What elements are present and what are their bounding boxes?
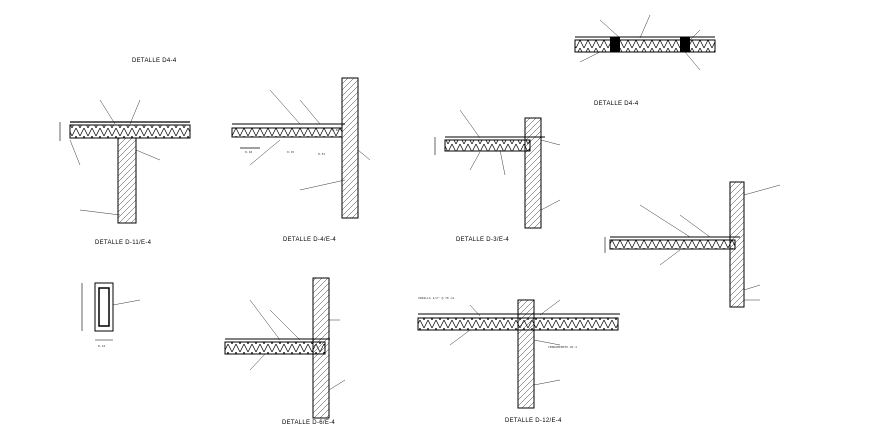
detail-d11: [59, 99, 191, 224]
title-detail-d11: DETALLE D-11/E-4: [95, 240, 152, 246]
note-cerramiento: CERRAMIENTO CR-1: [548, 345, 577, 349]
dim-051: 0.51: [318, 152, 326, 156]
dim-015: 0.15: [287, 150, 295, 154]
title-detail-top-left: DETALLE D4-4: [132, 58, 177, 64]
dim-012: 0.12: [98, 344, 106, 348]
title-detail-d4: DETALLE D-4/E-4: [283, 237, 337, 243]
title-detail-top-right: DETALLE D4-4: [594, 101, 639, 107]
detail-right-mid: [604, 181, 781, 308]
detail-d3: [434, 109, 561, 229]
detail-column-section: [81, 282, 141, 341]
title-detail-d12: DETALLE D-12/E-4: [505, 418, 562, 424]
note-varilla: VARILLA 1/2" @ 70 cm: [418, 296, 455, 300]
detail-d12: [417, 299, 620, 409]
detail-d4: [231, 77, 371, 219]
dim-040: 0.40: [332, 128, 340, 132]
dim-010: 0.10: [245, 150, 253, 154]
detail-d6: [224, 277, 346, 419]
title-detail-d6: DETALLE D-6/E-4: [282, 420, 336, 426]
title-detail-d3: DETALLE D-3/E-4: [456, 237, 510, 243]
detail-d4-top: [574, 14, 716, 71]
